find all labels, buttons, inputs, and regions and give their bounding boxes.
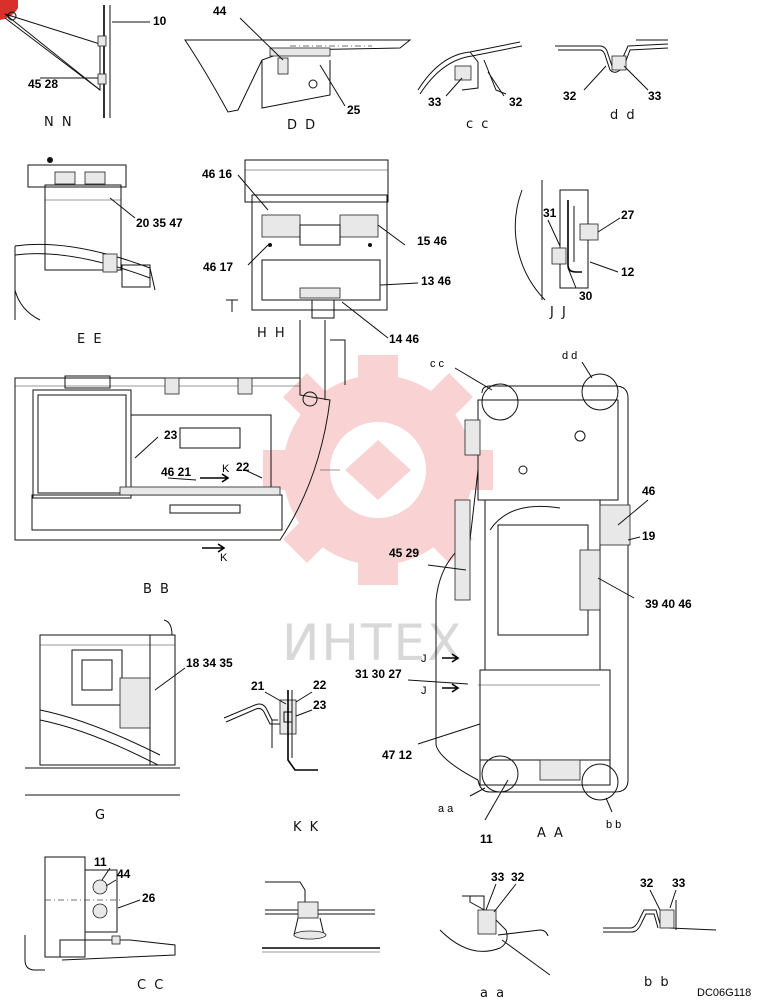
cc-label-32: 32 xyxy=(509,95,523,109)
jj-label-30: 30 xyxy=(579,289,593,303)
bb-label-23: 23 xyxy=(164,428,178,442)
view-title-cc-bottom: C C xyxy=(137,978,165,993)
jj-label-27: 27 xyxy=(621,208,635,222)
kk-label-23: 23 xyxy=(313,698,327,712)
nn-label-10: 10 xyxy=(153,14,167,28)
drawing-code: DC06G118 xyxy=(697,987,751,999)
ccb-label-11: 11 xyxy=(94,855,107,869)
hh-label-46-17: 46 17 xyxy=(203,260,233,274)
view-hh xyxy=(226,159,419,339)
detail-circle-aa xyxy=(481,755,519,793)
view-title-aa-bottom: a a xyxy=(480,986,506,1000)
view-mount-detail xyxy=(262,881,380,953)
bbb-label-33: 33 xyxy=(672,876,686,890)
view-title-kk: K K xyxy=(293,820,320,835)
aa-label-19: 19 xyxy=(642,529,656,543)
g-label-18-34-35: 18 34 35 xyxy=(186,656,233,670)
view-cc-top xyxy=(417,41,523,97)
dd-label-25: 25 xyxy=(347,103,361,117)
ee-label-20-35-47: 20 35 47 xyxy=(136,216,183,230)
view-bb xyxy=(14,320,346,553)
view-ee xyxy=(14,157,156,321)
aa-label-31-30-27: 31 30 27 xyxy=(355,667,402,681)
circle-label-dd: d d xyxy=(562,350,577,362)
view-title-g: G xyxy=(95,808,107,823)
kk-label-22: 22 xyxy=(313,678,327,692)
dd-label-44: 44 xyxy=(213,4,227,18)
kk-label-21: 21 xyxy=(251,679,265,693)
view-aa xyxy=(407,361,649,821)
jj-label-31: 31 xyxy=(543,206,557,220)
view-g xyxy=(25,619,186,796)
view-aa-bottom xyxy=(439,883,551,976)
detail-circle-dd xyxy=(581,373,619,411)
bb-label-22: 22 xyxy=(236,460,250,474)
view-kk xyxy=(223,690,318,771)
view-cc-bottom xyxy=(24,856,176,971)
dd-small-label-33: 33 xyxy=(648,89,662,103)
j-arrow-label-lower: J xyxy=(421,685,427,697)
detail-circle-cc xyxy=(481,383,519,421)
aa-label-45-29: 45 29 xyxy=(389,546,419,560)
view-title-hh: H H xyxy=(257,326,287,341)
ccb-label-26: 26 xyxy=(142,891,156,905)
view-title-ee: E E xyxy=(77,332,104,347)
view-dd-top xyxy=(184,17,412,113)
aa-label-11: 11 xyxy=(480,832,493,846)
aa-label-47-12: 47 12 xyxy=(382,748,412,762)
aab-label-33: 33 xyxy=(491,870,505,884)
circle-label-bb: b b xyxy=(606,819,621,831)
view-title-nn: N N xyxy=(44,115,74,130)
j-arrow-label-upper: J xyxy=(421,653,427,665)
hh-label-15-46: 15 46 xyxy=(417,234,447,248)
circle-label-cc: c c xyxy=(430,358,445,370)
cc-label-33: 33 xyxy=(428,95,442,109)
hh-label-13-46: 13 46 xyxy=(421,274,451,288)
view-title-dd-small: d d xyxy=(610,108,637,123)
view-jj xyxy=(514,180,621,301)
view-title-bb-bottom: b b xyxy=(644,975,671,990)
hh-label-46-16: 46 16 xyxy=(202,167,232,181)
aab-label-32: 32 xyxy=(511,870,525,884)
view-bb-bottom xyxy=(603,889,717,933)
corner-marker xyxy=(0,0,18,20)
jj-label-12: 12 xyxy=(621,265,635,279)
k-arrow-label-upper: K xyxy=(222,463,230,475)
aa-label-39-40-46: 39 40 46 xyxy=(645,597,692,611)
bbb-label-32: 32 xyxy=(640,876,654,890)
bb-label-46-21: 46 21 xyxy=(161,465,191,479)
view-title-dd: D D xyxy=(287,118,317,133)
view-dd-small xyxy=(555,39,669,91)
dd-small-label-32: 32 xyxy=(563,89,577,103)
watermark-text: ИНТЕХ xyxy=(282,614,463,672)
nn-label-45-28: 45 28 xyxy=(28,77,58,91)
view-nn xyxy=(4,5,150,118)
view-title-cc-top: c c xyxy=(466,117,490,132)
detail-circle-bb xyxy=(581,763,619,801)
k-arrow-label-lower: K xyxy=(220,552,228,564)
aa-label-46: 46 xyxy=(642,484,656,498)
view-title-jj: J J xyxy=(549,305,568,320)
circle-label-aa: a a xyxy=(438,803,454,815)
ccb-label-44: 44 xyxy=(117,867,131,881)
view-title-aa: A A xyxy=(537,826,565,841)
hh-label-14-46: 14 46 xyxy=(389,332,419,346)
view-title-bb: B B xyxy=(143,582,171,597)
